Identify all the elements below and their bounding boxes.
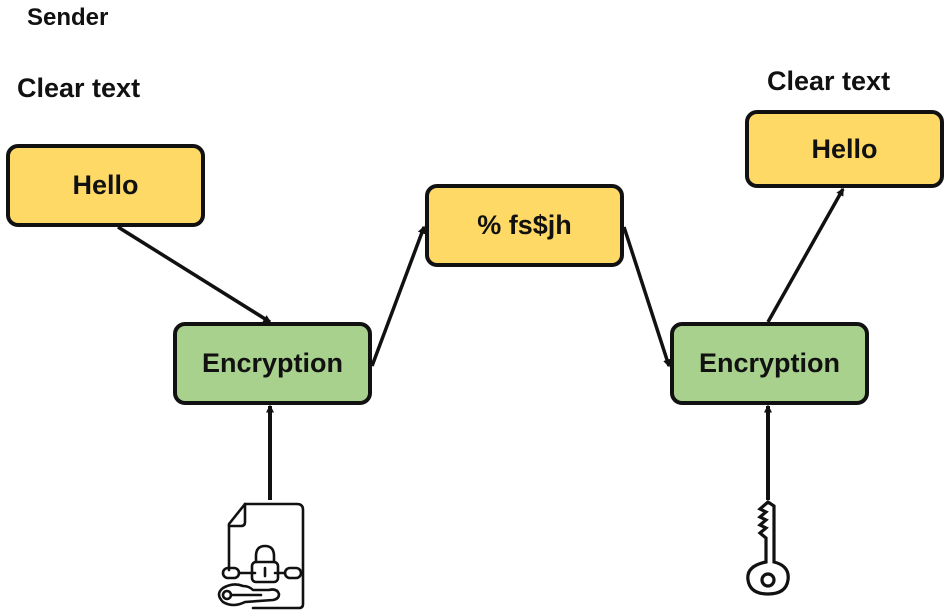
clear-text-label-right: Clear text [767,66,891,96]
plaintext-box-output: Hello [745,110,944,188]
encryption-sender-text: Encryption [201,348,343,378]
ciphertext-box: % fs$jh [425,184,624,267]
plaintext-output-text: Hello [811,133,878,164]
key-icon [746,500,790,596]
arrow-encryption-to-ciphertext [370,225,426,367]
encryption-receiver-text: Encryption [698,348,840,378]
plaintext-input-text: Hello [72,170,139,200]
ciphertext-text: % fs$jh [477,210,572,240]
arrow-ciphertext-to-encryption-right [622,226,671,368]
encryption-box-receiver: Encryption [670,322,869,405]
sender-label: Sender [27,4,109,31]
encryption-box-sender: Encryption [173,322,372,405]
arrow-encryption-to-hello-right [766,187,845,323]
clear-text-label-left: Clear text [17,73,141,103]
plaintext-box-input: Hello [6,144,205,227]
arrow-hello-to-encryption-left [117,225,272,324]
locked-document-key-icon [217,502,305,610]
